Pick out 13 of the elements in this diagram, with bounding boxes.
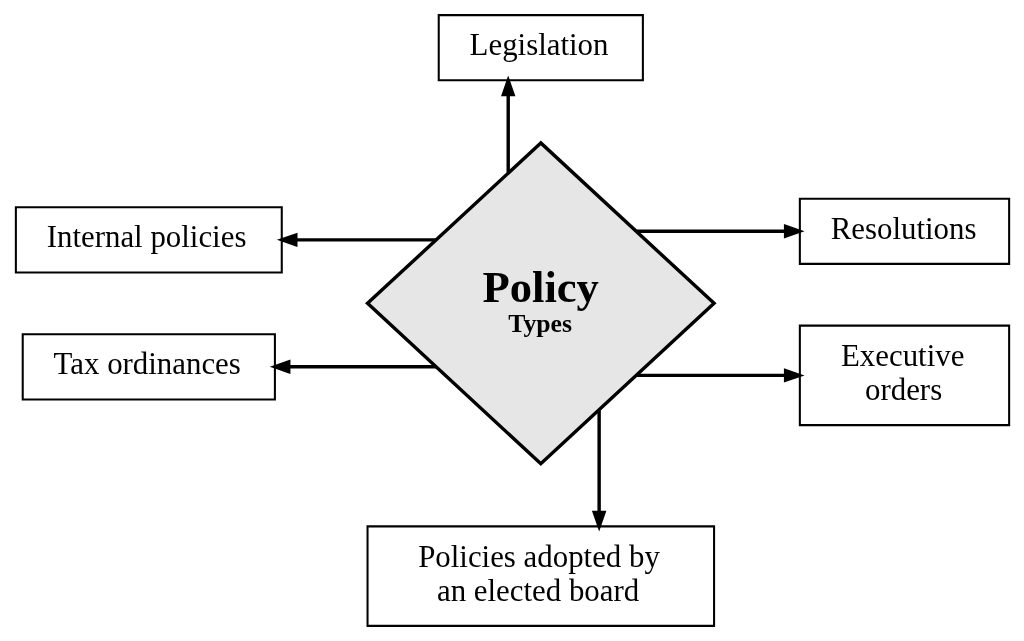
arrow (591, 410, 606, 532)
node-box: Internal policies (14, 206, 283, 274)
node-box: Tax ordinances (21, 333, 276, 401)
node-box: Legislation (437, 14, 644, 82)
arrow (635, 224, 805, 239)
node-box: Executive orders (798, 324, 1010, 427)
arrow (635, 368, 805, 383)
node-box: Resolutions (798, 197, 1010, 265)
node-diamond: Policy Types (364, 140, 717, 467)
node-box: Policies adopted by an elected board (366, 525, 715, 627)
arrow (500, 75, 515, 173)
arrow (276, 232, 436, 248)
arrow (269, 359, 436, 375)
